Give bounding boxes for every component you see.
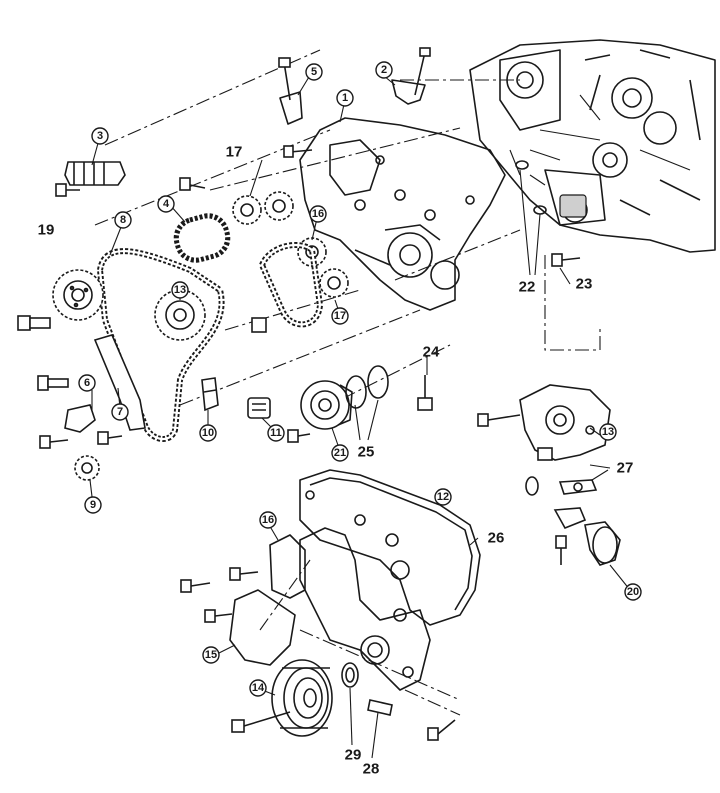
exhaust-sprocket-19 bbox=[52, 269, 104, 321]
label-27: 27 bbox=[617, 460, 634, 477]
svg-text:10: 10 bbox=[202, 427, 214, 439]
svg-text:14: 14 bbox=[252, 682, 265, 694]
callout-7: 7 bbox=[111, 403, 129, 421]
callout-20: 20 bbox=[624, 583, 642, 601]
label-23: 23 bbox=[576, 276, 593, 293]
o-rings-22 bbox=[515, 160, 547, 276]
upper-fasteners bbox=[55, 47, 431, 197]
svg-text:12: 12 bbox=[437, 491, 449, 503]
inner-cover bbox=[299, 527, 431, 691]
svg-text:9: 9 bbox=[90, 499, 96, 511]
callout-8: 8 bbox=[114, 211, 132, 229]
tensioner-parts bbox=[201, 377, 311, 443]
callout-17: 17 bbox=[331, 307, 349, 325]
svg-text:11: 11 bbox=[270, 427, 282, 439]
svg-text:13: 13 bbox=[174, 284, 186, 296]
svg-text:21: 21 bbox=[334, 447, 346, 459]
callout-4: 4 bbox=[157, 195, 175, 213]
svg-text:16: 16 bbox=[262, 514, 274, 526]
label-25: 25 bbox=[358, 444, 375, 461]
svg-text:8: 8 bbox=[120, 214, 126, 226]
small-chain-4 bbox=[173, 213, 231, 263]
label-19: 19 bbox=[38, 222, 55, 239]
svg-text:20: 20 bbox=[627, 586, 639, 598]
callout-13-oil-pump: 13 bbox=[599, 423, 617, 441]
tensioner-3 bbox=[64, 161, 126, 186]
svg-text:15: 15 bbox=[205, 649, 217, 661]
leader-lines bbox=[89, 71, 631, 759]
callout-9: 9 bbox=[84, 496, 102, 514]
gaskets-25 bbox=[345, 365, 389, 409]
callout-6: 6 bbox=[78, 374, 96, 392]
callout-3: 3 bbox=[91, 127, 109, 145]
seals-28-29 bbox=[341, 662, 456, 741]
svg-text:16: 16 bbox=[312, 208, 324, 220]
callout-14: 14 bbox=[249, 679, 267, 697]
idler-assembly-21 bbox=[300, 380, 353, 430]
label-26: 26 bbox=[488, 530, 505, 547]
callout-2: 2 bbox=[375, 61, 393, 79]
secondary-chain bbox=[258, 242, 324, 328]
callout-21: 21 bbox=[331, 444, 349, 462]
bolt-23 bbox=[551, 253, 581, 267]
front-cover-12 bbox=[299, 469, 481, 626]
stud-24 bbox=[417, 375, 433, 411]
label-24: 24 bbox=[423, 344, 440, 361]
svg-text:17: 17 bbox=[334, 310, 346, 322]
svg-text:13: 13 bbox=[602, 426, 614, 438]
callout-1: 1 bbox=[336, 89, 354, 107]
callout-12: 12 bbox=[434, 488, 452, 506]
oil-pump bbox=[477, 384, 611, 461]
callout-16-cover: 16 bbox=[259, 511, 277, 529]
crank-pulley-14 bbox=[231, 659, 333, 737]
callout-11: 11 bbox=[267, 424, 285, 442]
crank-sprocket-9 bbox=[74, 455, 100, 481]
main-timing-chain-8 bbox=[96, 248, 225, 442]
sprocket-bolts bbox=[17, 315, 267, 449]
callout-15: 15 bbox=[202, 646, 220, 664]
label-29: 29 bbox=[345, 747, 362, 764]
svg-text:3: 3 bbox=[97, 130, 103, 142]
callout-10: 10 bbox=[199, 424, 217, 442]
callout-5: 5 bbox=[305, 63, 323, 81]
chain-guides bbox=[64, 334, 146, 433]
svg-text:5: 5 bbox=[311, 66, 317, 78]
svg-text:1: 1 bbox=[342, 92, 348, 104]
svg-text:4: 4 bbox=[163, 198, 170, 210]
svg-text:2: 2 bbox=[381, 64, 387, 76]
label-28: 28 bbox=[363, 761, 380, 778]
svg-text:7: 7 bbox=[117, 406, 123, 418]
engine-block bbox=[469, 39, 716, 253]
label-22: 22 bbox=[519, 279, 536, 296]
svg-text:6: 6 bbox=[84, 377, 90, 389]
label-17: 17 bbox=[226, 144, 243, 161]
callout-16-sprocket: 16 bbox=[309, 205, 327, 223]
callout-13-sprocket: 13 bbox=[171, 281, 189, 299]
oil-strainer bbox=[525, 476, 621, 566]
covers-15-16 bbox=[180, 534, 306, 666]
timing-chain-case bbox=[299, 117, 506, 311]
